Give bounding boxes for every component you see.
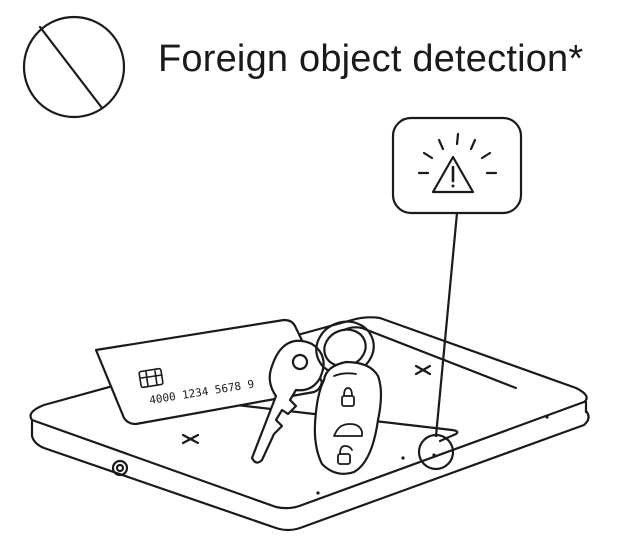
detection-marker-icon [417, 433, 455, 471]
card-chip-icon [138, 367, 164, 389]
led-dot [316, 491, 320, 495]
prohibited-icon [22, 15, 126, 119]
charging-zone-mark [181, 433, 200, 445]
lock-icon [341, 387, 355, 407]
power-port [111, 459, 129, 477]
page-title: Foreign object detection* [158, 38, 584, 80]
charging-zone-mark [414, 364, 432, 376]
unlock-icon [337, 445, 353, 465]
led-dot [545, 415, 549, 419]
credit-card: 4000 1234 5678 9 [94, 318, 324, 426]
key-fob [313, 360, 383, 475]
callout-leader-line [434, 211, 459, 438]
car-icon [333, 423, 363, 437]
key [250, 339, 325, 464]
warning-callout [391, 116, 523, 215]
charging-pad [29, 316, 590, 532]
led-dot [401, 456, 405, 460]
warning-icon [417, 132, 498, 194]
